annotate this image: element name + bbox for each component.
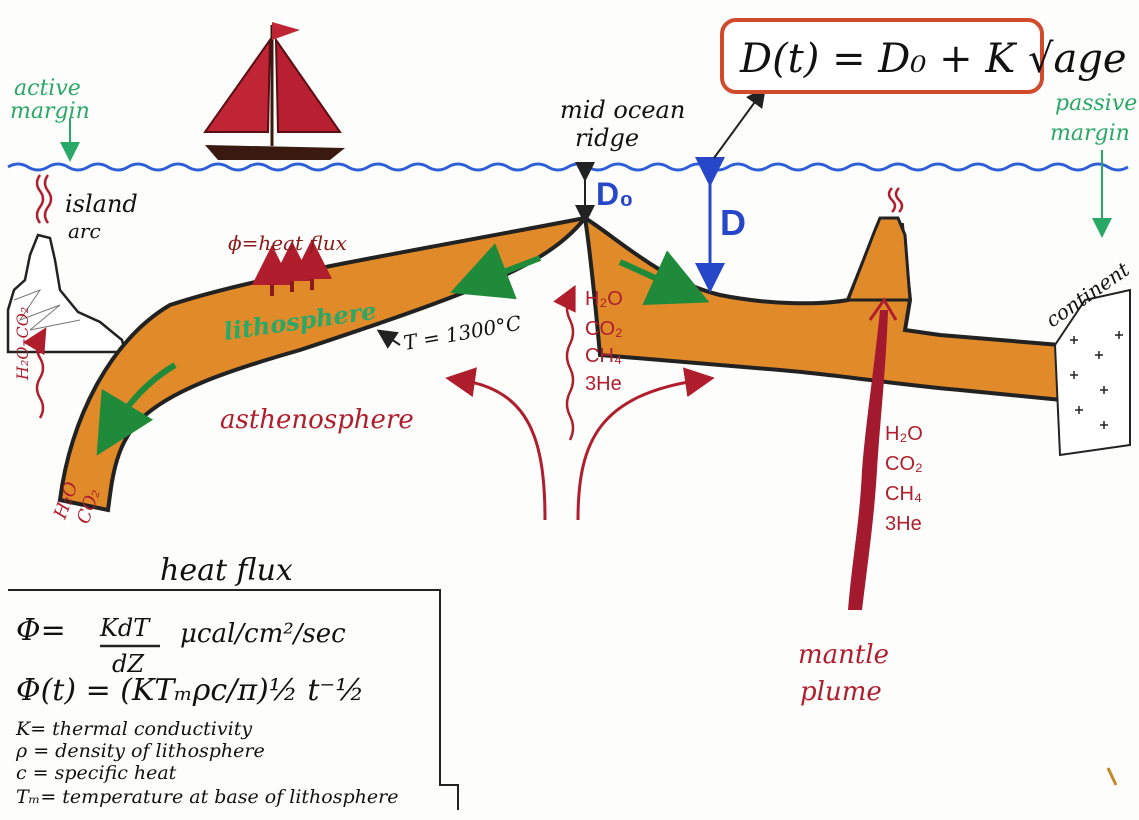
label-active-1: active xyxy=(14,76,81,101)
label-passive-2: margin xyxy=(1050,121,1130,146)
label-heat-flux: ϕ=heat flux xyxy=(228,231,347,255)
eq1-lhs: Φ= xyxy=(16,613,66,648)
lithosphere-left-plate xyxy=(60,218,585,510)
label-h2o-co2-left: H₂O–CO₂ xyxy=(13,307,32,381)
def-2: c = specific heat xyxy=(16,762,177,784)
gas-plume-2: CH₄ xyxy=(885,483,922,505)
label-mantle: mantle xyxy=(798,640,889,670)
label-ridge: ridge xyxy=(575,124,639,152)
label-asthenosphere: asthenosphere xyxy=(220,405,414,435)
eq1-num: KdT xyxy=(99,614,151,642)
label-temperature: T = 1300°C xyxy=(402,311,523,355)
box-title: heat flux xyxy=(160,553,293,588)
gas-ridge-1: CO₂ xyxy=(585,318,623,340)
formula-text: D(t) = D₀ + K √age xyxy=(739,36,1127,82)
label-plume: plume xyxy=(800,677,882,707)
sea-surface xyxy=(8,164,1128,170)
label-active-2: margin xyxy=(10,99,90,124)
gas-ridge-2: CH₄ xyxy=(585,345,622,367)
def-0: K= thermal conductivity xyxy=(15,718,252,740)
gas-plume-1: CO₂ xyxy=(885,453,923,475)
gas-plume-0: H₂O xyxy=(885,423,923,445)
label-d: D xyxy=(720,202,746,243)
gas-list-plume: H₂O CO₂ CH₄ 3He xyxy=(885,423,923,535)
lithosphere-right-plate xyxy=(585,218,1062,400)
sailboat-icon xyxy=(205,22,345,160)
def-1: ρ = density of lithosphere xyxy=(15,740,265,762)
label-arc: arc xyxy=(68,219,101,243)
label-island: island xyxy=(65,190,138,218)
eq1-unit: μcal/cm²/sec xyxy=(180,619,346,649)
gas-plume-3: 3He xyxy=(885,513,922,535)
label-passive-1: passive xyxy=(1055,91,1137,116)
gas-ridge-0: H₂O xyxy=(585,288,623,310)
label-d0: D₀ xyxy=(596,176,634,212)
label-mid-ocean: mid ocean xyxy=(560,96,685,124)
def-3: Tₘ= temperature at base of lithosphere xyxy=(16,786,398,808)
gas-ridge-3: 3He xyxy=(585,373,622,395)
eq2: Φ(t) = (KTₘρc/π)½ t⁻½ xyxy=(16,673,364,708)
